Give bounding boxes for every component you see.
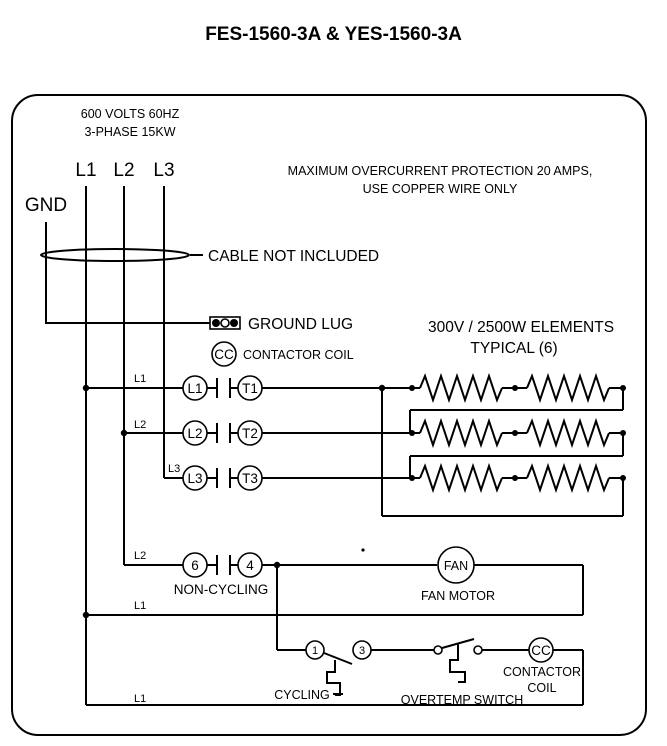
cycling-label: CYCLING (274, 688, 330, 702)
contactor-coil-label-line2: COIL (527, 681, 556, 695)
overtemp-terminal-left (433, 645, 443, 655)
gnd-label: GND (25, 195, 67, 216)
contactor-coil-legend-symbol-text: CC (214, 347, 234, 362)
cycling-terminal-3-text: 3 (359, 645, 365, 657)
overtemp-actuator (449, 644, 466, 683)
contact-l2-text: L2 (187, 426, 202, 441)
cycling-terminal-1 (305, 640, 325, 660)
protection-note-line1: MAXIMUM OVERCURRENT PROTECTION 20 AMPS, (288, 164, 593, 178)
protection-note-line2: USE COPPER WIRE ONLY (363, 182, 518, 196)
cycling-terminal-1-text: 1 (312, 645, 318, 657)
supply-phase: 3-PHASE 15KW (84, 125, 175, 139)
ground-lug-label: GROUND LUG (248, 316, 353, 333)
heater-element-row2 (409, 417, 626, 449)
fan-motor-symbol-text: FAN (444, 559, 468, 573)
wire-label-l1-row: L1 (134, 373, 146, 385)
wire-ground (45, 222, 210, 324)
elements-label-line2: TYPICAL (6) (470, 340, 557, 357)
diagram-frame (11, 94, 647, 736)
wire-label-l2-fan: L2 (134, 550, 146, 562)
overtemp-label: OVERTEMP SWITCH (401, 693, 523, 707)
wire-label-l3-row: L3 (168, 463, 180, 475)
wire-label-l1-return: L1 (134, 600, 146, 612)
elements-label-line1: 300V / 2500W ELEMENTS (428, 319, 614, 336)
contact-t1-text: T1 (242, 381, 258, 396)
fan-motor-label: FAN MOTOR (421, 589, 495, 603)
wire-label-l1-bottom: L1 (134, 693, 146, 705)
contact-4-text: 4 (246, 558, 254, 573)
contact-t2-text: T2 (242, 426, 258, 441)
contact-t3-text: T3 (242, 471, 258, 486)
contactor-coil-label-line1: CONTACTOR (503, 665, 581, 679)
cable-label: CABLE NOT INCLUDED (208, 248, 379, 265)
cycling-switch-blade (323, 652, 353, 665)
heater-element-row3 (382, 462, 626, 494)
contact-l3-text: L3 (187, 471, 202, 486)
cable-ellipse (40, 248, 190, 262)
contact-l1-text: L1 (187, 381, 202, 396)
contactor-coil-legend-symbol (211, 341, 237, 367)
non-cycling-label: NON-CYCLING (174, 582, 269, 597)
heater-element-row1 (382, 372, 626, 404)
overtemp-terminal-right (473, 645, 483, 655)
contact-6-text: 6 (191, 558, 199, 573)
ground-lug-icon (209, 316, 241, 330)
phase-l2-label: L2 (113, 160, 134, 181)
contactor-coil-legend-label: CONTACTOR COIL (243, 348, 354, 362)
phase-l1-label: L1 (75, 160, 96, 181)
overtemp-switch-blade (441, 638, 475, 649)
contactor-coil-symbol-text: CC (531, 643, 551, 658)
diagram-title: FES-1560-3A & YES-1560-3A (205, 24, 462, 45)
phase-l3-label: L3 (153, 160, 174, 181)
wire-label-l2-row: L2 (134, 419, 146, 431)
supply-voltage: 600 VOLTS 60HZ (81, 107, 180, 121)
